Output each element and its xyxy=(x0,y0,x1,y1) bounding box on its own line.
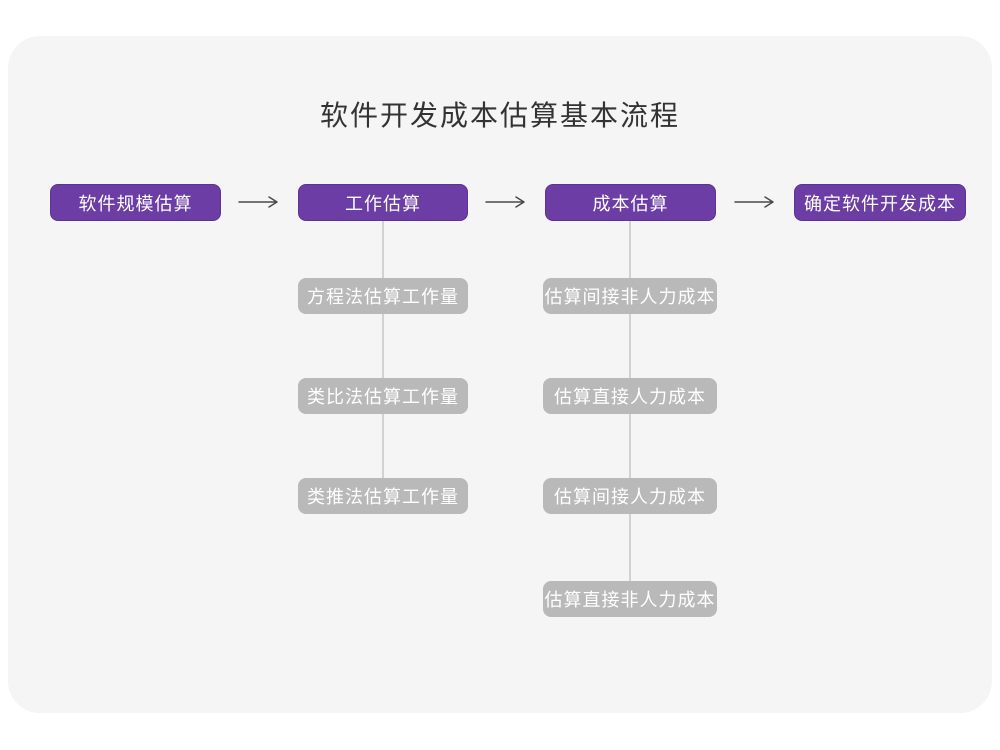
connector-line-work xyxy=(382,221,384,496)
substep-label: 估算直接非人力成本 xyxy=(544,590,716,610)
substep-label: 类推法估算工作量 xyxy=(307,487,459,507)
stage-node-work-estimation: 工作估算 xyxy=(298,184,468,221)
diagram-title: 软件开发成本估算基本流程 xyxy=(319,100,680,131)
stage-node-software-scale-estimation: 软件规模估算 xyxy=(50,184,221,221)
substep-node-direct-labor-cost: 估算直接人力成本 xyxy=(543,378,717,414)
substep-label: 估算间接人力成本 xyxy=(554,487,706,507)
substep-node-extrapolation-method: 类推法估算工作量 xyxy=(298,478,468,514)
stage-node-determine-development-cost: 确定软件开发成本 xyxy=(794,184,966,221)
substep-label: 类比法估算工作量 xyxy=(307,387,459,407)
substep-node-indirect-labor-cost: 估算间接人力成本 xyxy=(543,478,717,514)
substep-node-indirect-nonlabor-cost: 估算间接非人力成本 xyxy=(543,278,717,314)
stage-node-cost-estimation: 成本估算 xyxy=(545,184,716,221)
flowchart-card: 软件开发成本估算基本流程 软件规模估算 工作估算 成本估算 确定软件开发成本 方 xyxy=(8,36,992,713)
substep-label: 估算直接人力成本 xyxy=(554,387,706,407)
substep-node-analogy-method: 类比法估算工作量 xyxy=(298,378,468,414)
substep-label: 估算间接非人力成本 xyxy=(544,287,716,307)
substep-node-direct-nonlabor-cost: 估算直接非人力成本 xyxy=(543,581,717,617)
substep-node-equation-method: 方程法估算工作量 xyxy=(298,278,468,314)
stage-label: 工作估算 xyxy=(345,193,421,214)
arrow-right-icon xyxy=(733,194,777,210)
arrow-right-icon xyxy=(237,194,281,210)
substep-label: 方程法估算工作量 xyxy=(307,287,459,307)
stage-label: 成本估算 xyxy=(592,193,669,214)
stage-label: 软件规模估算 xyxy=(78,193,193,214)
stage-label: 确定软件开发成本 xyxy=(804,193,956,214)
arrow-right-icon xyxy=(484,194,528,210)
